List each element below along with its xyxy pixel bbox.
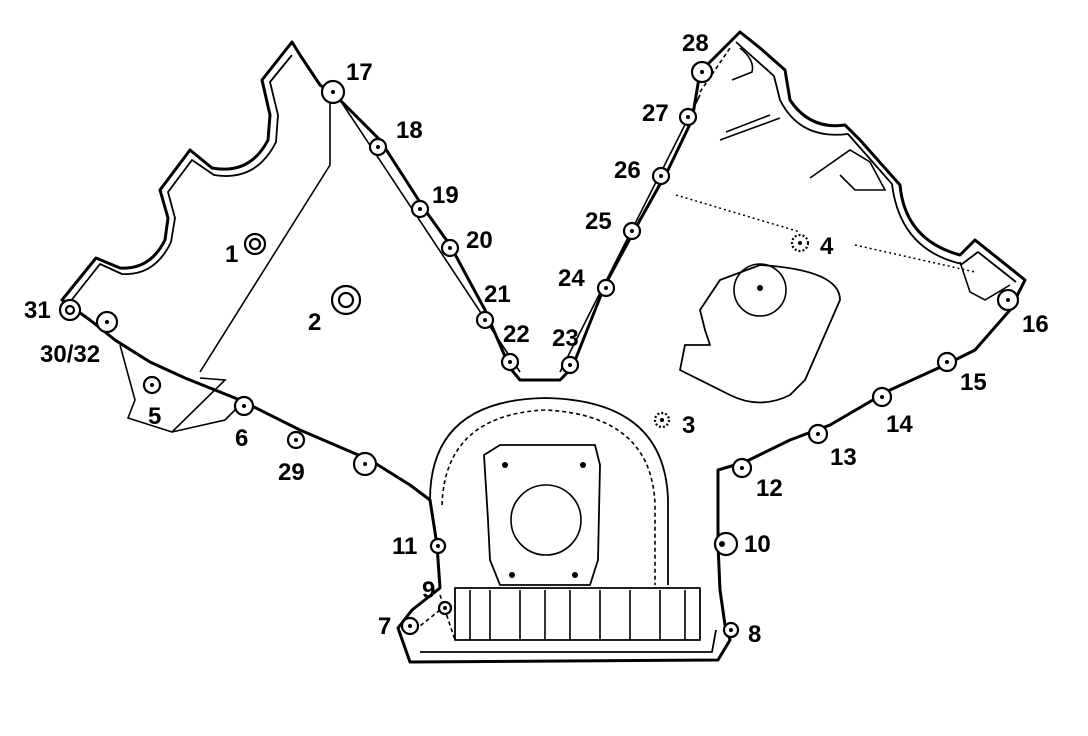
callout-30-32: 30/32 xyxy=(40,341,100,368)
bolt-24 xyxy=(596,278,616,298)
callout-7: 7 xyxy=(378,613,391,640)
bolt-2 xyxy=(330,284,362,316)
callout-23: 23 xyxy=(552,325,579,352)
bolt-5 xyxy=(142,375,162,395)
callout-27: 27 xyxy=(642,100,669,127)
bolt-25 xyxy=(622,221,642,241)
callout-2: 2 xyxy=(308,309,321,336)
bolt-13 xyxy=(807,423,829,445)
bolt-10 xyxy=(713,531,739,557)
crank-housing xyxy=(429,397,669,586)
bolt-18 xyxy=(368,137,388,157)
callout-10: 10 xyxy=(744,531,771,558)
callout-29: 29 xyxy=(278,459,305,486)
callout-4: 4 xyxy=(820,233,834,260)
bolt-12 xyxy=(731,457,753,479)
callout-6: 6 xyxy=(235,425,248,452)
bolt-8 xyxy=(722,621,740,639)
bolt-locations xyxy=(58,60,1020,639)
oil-pan-rail xyxy=(414,587,701,641)
bolt-3 xyxy=(653,411,671,429)
bolt-20 xyxy=(440,238,460,258)
bolt-14 xyxy=(871,386,893,408)
bolt-7 xyxy=(400,616,420,636)
callout-18: 18 xyxy=(396,117,423,144)
bolt-23 xyxy=(560,355,580,375)
bolt-16 xyxy=(996,288,1020,312)
callout-15: 15 xyxy=(960,369,987,396)
bolt-17 xyxy=(320,79,346,105)
callout-21: 21 xyxy=(484,281,511,308)
callout-17: 17 xyxy=(346,59,373,86)
bolt-31 xyxy=(58,298,82,322)
bolt-15 xyxy=(936,351,958,373)
bolt-29b xyxy=(352,451,378,477)
callout-9: 9 xyxy=(422,577,435,604)
callout-5: 5 xyxy=(148,403,161,430)
bolt-22 xyxy=(500,352,520,372)
bolt-30-32 xyxy=(95,310,119,334)
bolt-9 xyxy=(437,600,453,616)
callout-16: 16 xyxy=(1022,311,1049,338)
callout-8: 8 xyxy=(748,621,761,648)
callout-24: 24 xyxy=(558,265,585,292)
callout-3: 3 xyxy=(682,412,695,439)
bolt-27 xyxy=(678,107,698,127)
callout-labels: 1 2 3 4 5 6 7 8 9 10 11 12 13 14 15 16 1… xyxy=(24,30,1049,648)
bolt-11 xyxy=(429,537,447,555)
callout-26: 26 xyxy=(614,157,641,184)
right-upper-details xyxy=(675,47,1011,301)
callout-13: 13 xyxy=(830,444,857,471)
bolt-28 xyxy=(690,60,714,84)
callout-14: 14 xyxy=(886,411,913,438)
left-bracket xyxy=(119,94,701,433)
callout-31: 31 xyxy=(24,297,51,324)
callout-28: 28 xyxy=(682,30,709,57)
callout-11: 11 xyxy=(392,533,417,560)
cover-outline xyxy=(60,30,1027,664)
bolt-4 xyxy=(790,233,810,253)
bolt-21 xyxy=(475,310,495,330)
callout-12: 12 xyxy=(756,475,783,502)
callout-1: 1 xyxy=(225,241,238,268)
callout-20: 20 xyxy=(466,227,493,254)
bolt-1 xyxy=(243,232,267,256)
bolt-19 xyxy=(410,199,430,219)
callout-19: 19 xyxy=(432,182,459,209)
bolt-29 xyxy=(286,430,306,450)
bolt-6 xyxy=(233,395,255,417)
inspection-cover xyxy=(679,263,841,404)
bolt-26 xyxy=(651,166,671,186)
callout-22: 22 xyxy=(503,321,530,348)
callout-25: 25 xyxy=(585,208,612,235)
